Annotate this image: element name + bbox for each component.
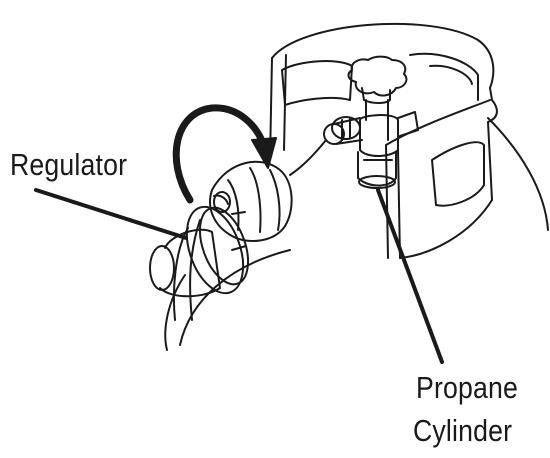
- regulator: [149, 139, 327, 321]
- propane-cylinder: [164, 22, 549, 351]
- regulator-leader-line: [34, 188, 188, 240]
- cylinder-valve: [323, 55, 419, 189]
- curved-arrow-icon: [172, 104, 277, 204]
- regulator-label: Regulator: [10, 147, 128, 182]
- cylinder-label-line2: Cylinder: [413, 413, 513, 448]
- cylinder-label-line1: Propane: [416, 370, 519, 405]
- cylinder-leader-line: [376, 188, 444, 364]
